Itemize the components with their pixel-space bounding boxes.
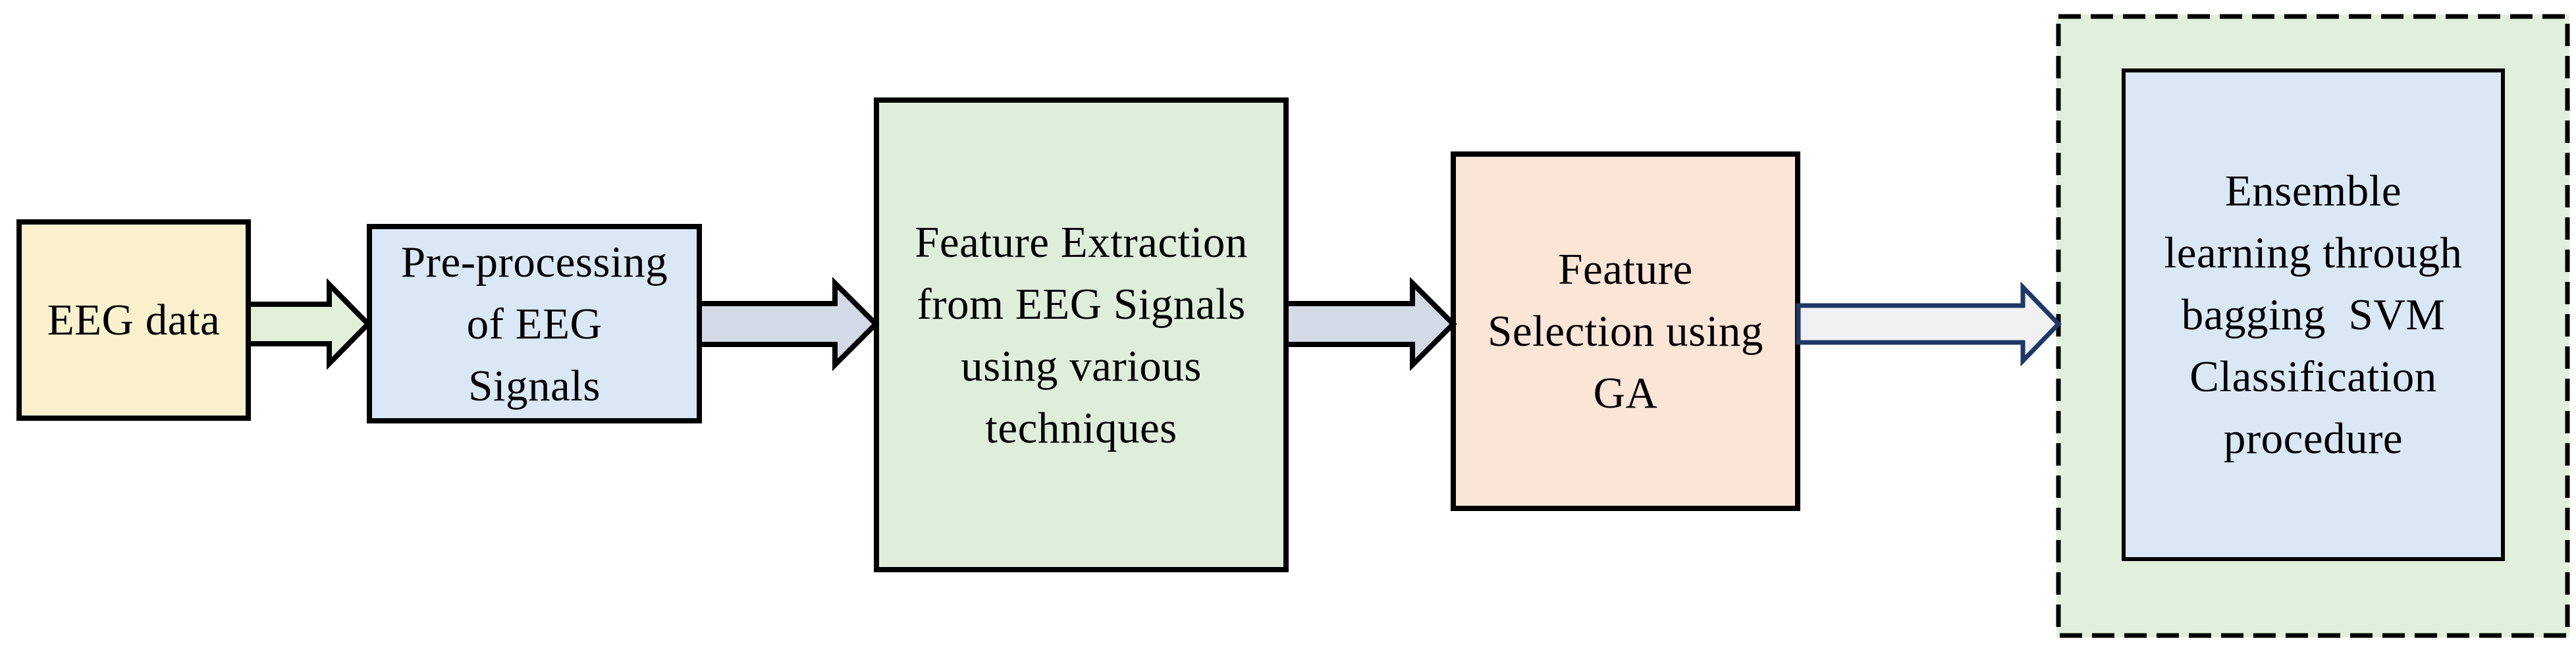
node-preprocessing: Pre-processing of EEG Signals <box>367 224 702 423</box>
node-eeg-data: EEG data <box>16 219 251 421</box>
node-eeg-data-label: EEG data <box>47 296 221 344</box>
node-ensemble-learning-label: Ensemble learning through bagging SVM Cl… <box>2164 167 2463 463</box>
node-feature-extraction-label: Feature Extraction from EEG Signals usin… <box>915 217 1248 452</box>
arrow-extraction-to-selection <box>1283 277 1457 371</box>
node-feature-selection: Feature Selection using GA <box>1451 151 1800 511</box>
arrow-preprocessing-to-extraction <box>697 277 880 371</box>
node-feature-extraction: Feature Extraction from EEG Signals usin… <box>874 97 1289 572</box>
node-ensemble-learning: Ensemble learning through bagging SVM Cl… <box>2122 68 2505 561</box>
arrow-selection-to-ensemble <box>1796 281 2062 367</box>
arrow-eeg-to-preprocessing <box>246 278 372 370</box>
node-preprocessing-label: Pre-processing of EEG Signals <box>400 237 668 410</box>
node-feature-selection-label: Feature Selection using GA <box>1488 245 1763 418</box>
